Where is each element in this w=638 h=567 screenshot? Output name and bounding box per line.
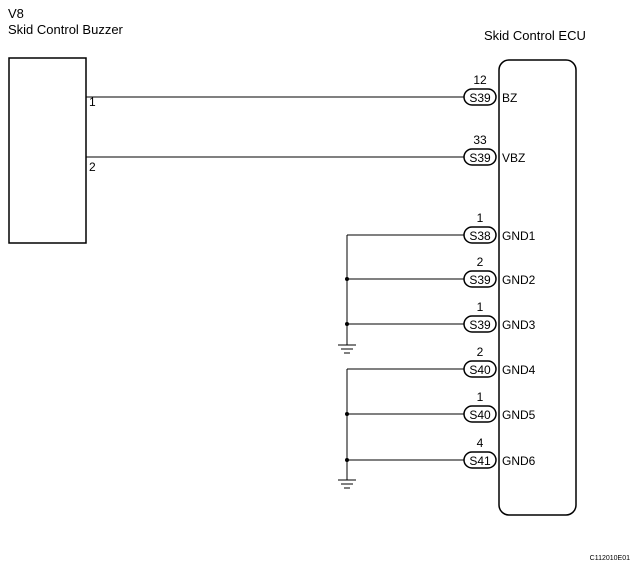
- pin-number: 33: [473, 133, 487, 147]
- ground-icon: [338, 479, 356, 489]
- connector-pill: [463, 226, 497, 244]
- connector-pill: [463, 451, 497, 469]
- connector-code: S39: [469, 318, 491, 332]
- connection-bz: 12 S39 BZ: [463, 73, 517, 106]
- connection-gnd3: 1 S39 GND3: [463, 300, 536, 333]
- connection-gnd6: 4 S41 GND6: [463, 436, 536, 469]
- connector-code: S39: [469, 151, 491, 165]
- buzzer-code: V8: [8, 6, 24, 21]
- connector-pill: [463, 405, 497, 423]
- pin-number: 1: [477, 390, 484, 404]
- buzzer-pin-1: 1: [89, 95, 96, 109]
- ecu-box: [498, 59, 577, 516]
- terminal-name: GND6: [502, 454, 536, 468]
- pin-number: 2: [477, 255, 484, 269]
- connector-code: S40: [469, 408, 491, 422]
- buzzer-box: [8, 57, 87, 244]
- figure-code: C112010E01: [590, 555, 630, 562]
- pin-number: 1: [477, 211, 484, 225]
- connector-pill: [463, 315, 497, 333]
- connector-code: S39: [469, 91, 491, 105]
- connector-pill: [463, 270, 497, 288]
- terminal-name: BZ: [502, 91, 517, 105]
- pin-number: 4: [477, 436, 484, 450]
- connection-gnd5: 1 S40 GND5: [463, 390, 536, 423]
- terminal-name: VBZ: [502, 151, 525, 165]
- connection-gnd2: 2 S39 GND2: [463, 255, 536, 288]
- splice-dot: [345, 277, 349, 281]
- connection-vbz: 33 S39 VBZ: [463, 133, 525, 166]
- connector-code: S40: [469, 363, 491, 377]
- terminal-name: GND4: [502, 363, 536, 377]
- splice-dot: [345, 322, 349, 326]
- connector-pill: [463, 148, 497, 166]
- terminal-name: GND3: [502, 318, 536, 332]
- buzzer-pin-2: 2: [89, 160, 96, 174]
- connector-code: S38: [469, 229, 491, 243]
- terminal-name: GND5: [502, 408, 536, 422]
- buzzer-name: Skid Control Buzzer: [8, 22, 124, 37]
- terminal-name: GND2: [502, 273, 536, 287]
- pin-number: 12: [473, 73, 487, 87]
- connector-pill: [463, 360, 497, 378]
- splice-dot: [345, 458, 349, 462]
- connection-gnd4: 2 S40 GND4: [463, 345, 536, 378]
- ground-icon: [338, 344, 356, 354]
- connection-gnd1: 1 S38 GND1: [463, 211, 536, 244]
- terminal-name: GND1: [502, 229, 536, 243]
- connector-code: S39: [469, 273, 491, 287]
- connector-pill: [463, 88, 497, 106]
- pin-number: 1: [477, 300, 484, 314]
- pin-number: 2: [477, 345, 484, 359]
- connector-code: S41: [469, 454, 491, 468]
- ecu-name: Skid Control ECU: [484, 28, 586, 43]
- splice-dot: [345, 412, 349, 416]
